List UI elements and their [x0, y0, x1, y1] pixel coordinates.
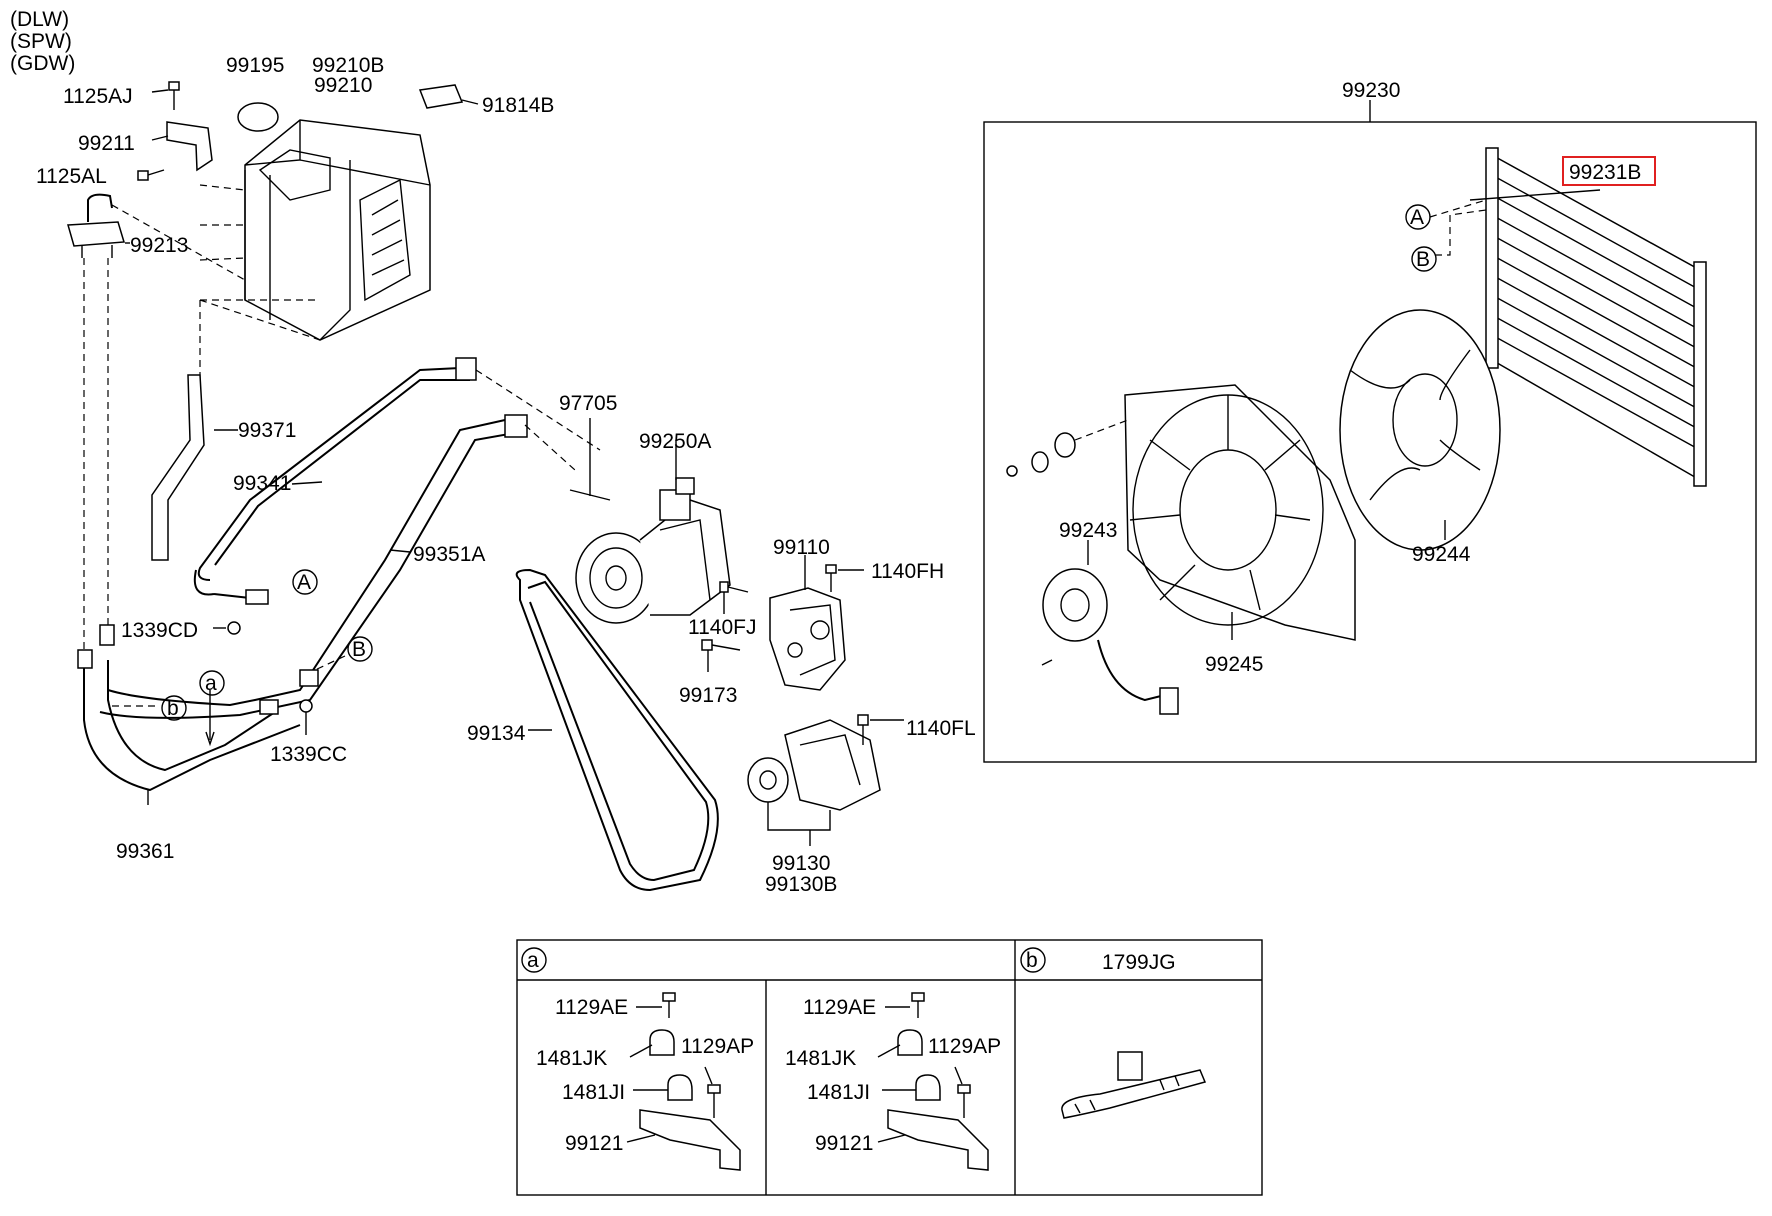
label-1339cd: 1339CD — [121, 619, 198, 642]
label-1125al: 1125AL — [36, 165, 107, 188]
nut-1339cd[interactable] — [227, 621, 241, 635]
callout-b-hose: B — [352, 638, 366, 661]
detail-b-marker-circle — [1020, 947, 1046, 973]
callout-b-hose-circle — [347, 636, 373, 662]
bolt-99173[interactable] — [701, 639, 741, 651]
detail-a-left-parts[interactable] — [639, 992, 741, 1171]
callout-a-condenser-circle — [1405, 204, 1431, 230]
label-99130: 99130 — [772, 852, 830, 875]
label-99230: 99230 — [1342, 79, 1400, 102]
label-91814b: 91814B — [482, 94, 554, 117]
detail-b-marker: b — [1026, 949, 1038, 972]
label-99195: 99195 — [226, 54, 284, 77]
label-99134: 99134 — [467, 722, 526, 745]
fan-blade[interactable] — [1339, 309, 1501, 551]
compressor[interactable] — [575, 477, 731, 624]
label-99210b: 99210B — [312, 54, 384, 77]
callout-a-condenser: A — [1410, 206, 1424, 229]
idler-pulley[interactable] — [747, 719, 881, 811]
leader-99341 — [475, 369, 601, 451]
callout-b-condenser-circle — [1411, 246, 1437, 272]
leader-case — [199, 184, 321, 380]
bolt-1140fj[interactable] — [719, 581, 749, 593]
label-99244: 99244 — [1412, 543, 1471, 566]
label-99351a: 99351A — [413, 543, 485, 566]
detail-a-right-1129ae: 1129AE — [803, 996, 876, 1019]
label-99245: 99245 — [1205, 653, 1263, 676]
callout-b-leader — [314, 655, 346, 671]
variant-spw: (SPW) — [10, 30, 72, 53]
label-99210: 99210 — [314, 74, 372, 97]
detail-b-clip[interactable] — [1061, 1051, 1207, 1119]
detail-a-right-parts[interactable] — [887, 992, 989, 1171]
screw-1125al[interactable] — [137, 169, 165, 181]
bolt-1140fl[interactable] — [857, 714, 869, 745]
label-99361: 99361 — [116, 840, 174, 863]
detail-a-left-1481ji: 1481JI — [562, 1081, 625, 1104]
detail-table — [516, 939, 1263, 1196]
label-1140fh: 1140FH — [871, 560, 944, 583]
label-99231b: 99231B — [1569, 161, 1641, 184]
label-99371: 99371 — [238, 419, 296, 442]
highlight-99231b — [1562, 156, 1656, 186]
callout-b-lower-circle — [161, 695, 187, 721]
variant-gdw: (GDW) — [10, 52, 75, 75]
callout-a-hose-circle — [292, 569, 318, 595]
detail-a-marker: a — [527, 949, 539, 972]
leader-99351a — [524, 424, 576, 471]
label-99341: 99341 — [233, 472, 291, 495]
label-99130b: 99130B — [765, 873, 837, 896]
drain-hose[interactable] — [151, 374, 205, 561]
detail-b-title: 1799JG — [1102, 951, 1176, 974]
expansion-valve[interactable] — [67, 193, 125, 258]
detail-a-left-1129ap: 1129AP — [681, 1035, 754, 1058]
shroud-fasteners[interactable] — [1006, 432, 1076, 477]
detail-a-right-99121: 99121 — [815, 1132, 873, 1155]
detail-a-right-1481ji: 1481JI — [807, 1081, 870, 1104]
bolt-1125aj[interactable] — [168, 81, 180, 110]
callout-b-lower: b — [167, 697, 179, 720]
callout-a-lower: a — [205, 672, 217, 695]
label-97705: 97705 — [559, 392, 617, 415]
label-99250a: 99250A — [639, 430, 711, 453]
callout-b-condenser: B — [1416, 248, 1430, 271]
variant-dlw: (DLW) — [10, 8, 69, 31]
detail-a-left-1129ae: 1129AE — [555, 996, 628, 1019]
detail-a-marker-circle — [521, 947, 547, 973]
bracket-99211[interactable] — [166, 121, 213, 172]
leader-lines — [83, 258, 109, 660]
drive-belt[interactable] — [515, 568, 719, 892]
label-99211: 99211 — [78, 132, 135, 155]
nut-1339cc[interactable] — [299, 699, 313, 713]
fan-motor[interactable] — [1041, 568, 1179, 715]
label-sticker[interactable] — [418, 84, 464, 109]
label-99243: 99243 — [1059, 519, 1117, 542]
callout-a-hose: A — [297, 571, 311, 594]
evaporator-case[interactable] — [244, 119, 431, 341]
hose-99341[interactable] — [193, 357, 477, 605]
label-1140fj: 1140FJ — [688, 616, 757, 639]
detail-a-left-1481jk: 1481JK — [536, 1047, 607, 1070]
detail-a-left-99121: 99121 — [565, 1132, 623, 1155]
leader-valve — [111, 204, 246, 281]
label-1140fl: 1140FL — [906, 717, 976, 740]
label-1339cc: 1339CC — [270, 743, 347, 766]
callout-a-lower-circle — [199, 670, 225, 696]
compressor-bracket[interactable] — [769, 587, 846, 691]
label-99213: 99213 — [130, 234, 188, 257]
fan-shroud[interactable] — [1124, 384, 1356, 641]
hose-99361[interactable] — [77, 624, 319, 792]
label-99173: 99173 — [679, 684, 737, 707]
label-99110: 99110 — [773, 536, 830, 559]
drain-cap[interactable] — [237, 102, 279, 132]
detail-a-right-1129ap: 1129AP — [928, 1035, 1001, 1058]
detail-a-right-1481jk: 1481JK — [785, 1047, 856, 1070]
condenser[interactable] — [1485, 147, 1707, 487]
label-1125aj: 1125AJ — [63, 85, 133, 108]
bolt-1140fh[interactable] — [825, 564, 837, 592]
